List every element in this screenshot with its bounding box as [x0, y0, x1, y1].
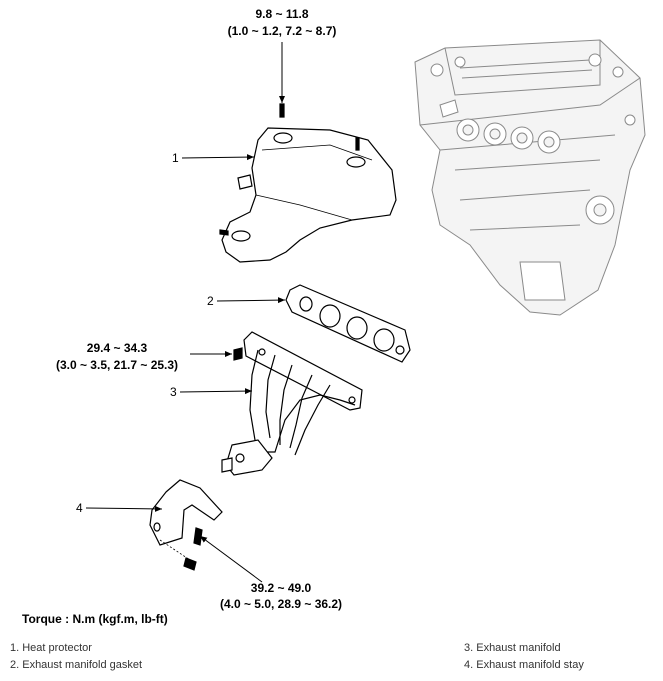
legend-item-heat-protector: 1. Heat protector — [10, 642, 92, 654]
callout-1-label: 1 — [172, 151, 179, 165]
heat-protector-part — [219, 103, 397, 263]
legend-left: 1. Heat protector 2. Exhaust manifold ga… — [10, 640, 142, 674]
legend-right: 3. Exhaust manifold 4. Exhaust manifold … — [464, 640, 584, 674]
exhaust-manifold-gasket-part — [285, 284, 411, 363]
torque-heat-protector-value: 9.8 ~ 11.8 — [255, 7, 308, 21]
leader-lines — [85, 42, 286, 583]
torque-stay-bolt-alt: (4.0 ~ 5.0, 28.9 ~ 36.2) — [220, 597, 342, 611]
torque-heat-protector-alt: (1.0 ~ 1.2, 7.2 ~ 8.7) — [228, 24, 337, 38]
legend-item-gasket: 2. Exhaust manifold gasket — [10, 659, 143, 671]
callout-2-label: 2 — [207, 294, 214, 308]
exhaust-manifold-stay-part — [149, 479, 223, 571]
engine-block-illustration — [414, 39, 646, 316]
legend-item-manifold-stay: 4. Exhaust manifold stay — [464, 659, 584, 671]
exhaust-manifold-part — [221, 331, 363, 476]
torque-unit-label: Torque : N.m (kgf.m, lb-ft) — [22, 612, 168, 626]
callout-3-label: 3 — [170, 385, 177, 399]
torque-manifold-nut-alt: (3.0 ~ 3.5, 21.7 ~ 25.3) — [56, 358, 178, 372]
torque-manifold-nut-value: 29.4 ~ 34.3 — [87, 341, 148, 355]
torque-stay-bolt-value: 39.2 ~ 49.0 — [251, 581, 312, 595]
callout-4-label: 4 — [76, 501, 83, 515]
legend-item-exhaust-manifold: 3. Exhaust manifold — [464, 642, 561, 654]
